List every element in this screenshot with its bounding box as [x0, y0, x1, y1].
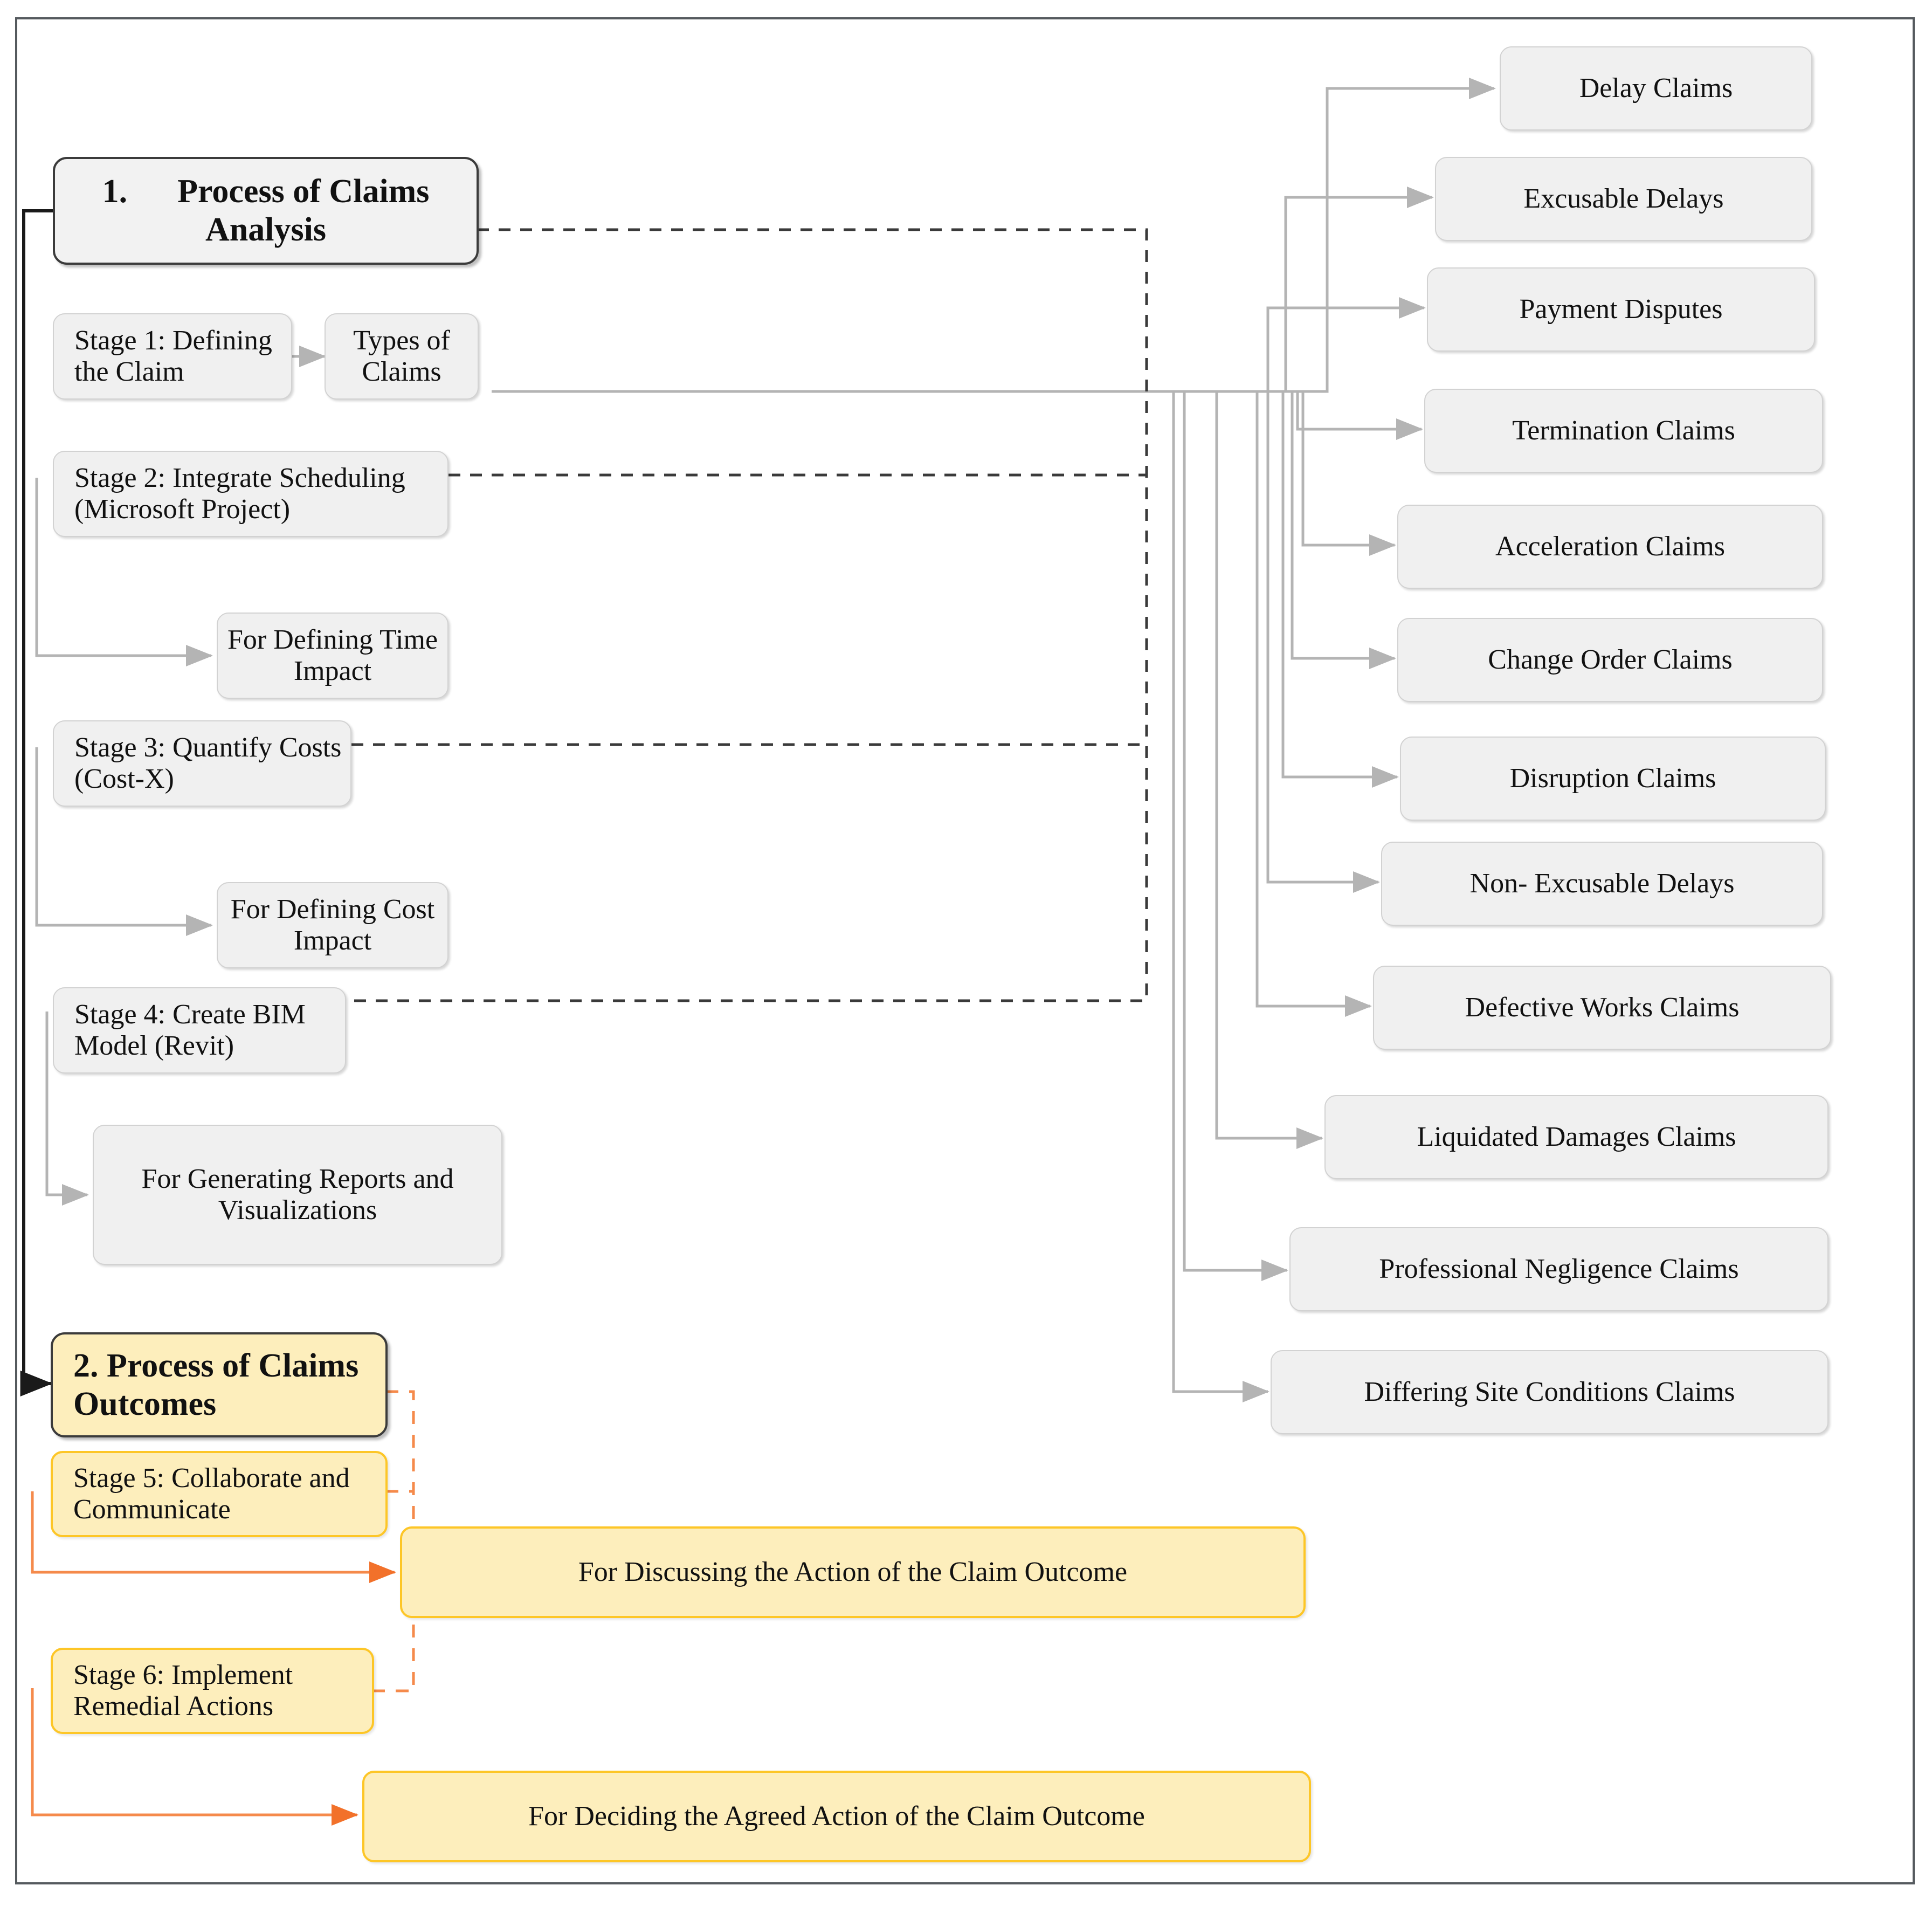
delay-claims-label: Delay Claims [1579, 72, 1733, 104]
claim-type-delay-claims[interactable]: Delay Claims [1500, 46, 1812, 130]
reports-label: For Generating Reports and Visualization… [141, 1163, 454, 1226]
disruption-claims-label: Disruption Claims [1509, 762, 1716, 794]
stage5-label: Stage 5: Collaborate and Communicate [73, 1462, 350, 1525]
section2-header: 2. Process of Claims Outcomes [51, 1332, 388, 1437]
time-impact-label: For Defining Time Impact [227, 624, 438, 686]
differing-site-conditions-claims-label: Differing Site Conditions Claims [1364, 1376, 1735, 1407]
stage1-label: Stage 1: Defining the Claim [74, 325, 272, 387]
claim-type-change-order-claims[interactable]: Change Order Claims [1397, 618, 1823, 702]
grey-wires [35, 78, 1496, 1402]
change-order-claims-label: Change Order Claims [1488, 644, 1733, 675]
termination-claims-label: Termination Claims [1512, 415, 1735, 446]
claim-type-defective-works-claims[interactable]: Defective Works Claims [1373, 966, 1831, 1050]
section1-header: 1. Process of Claims Analysis [53, 157, 479, 265]
claim-type-termination-claims[interactable]: Termination Claims [1424, 389, 1823, 473]
defective-works-claims-label: Defective Works Claims [1465, 992, 1740, 1023]
professional-negligence-claims-label: Professional Negligence Claims [1379, 1253, 1739, 1284]
claim-type-excusable-delays[interactable]: Excusable Delays [1435, 157, 1812, 241]
stage2-label: Stage 2: Integrate Scheduling (Microsoft… [74, 462, 405, 525]
stage-card-stage5[interactable]: Stage 5: Collaborate and Communicate [51, 1451, 388, 1537]
stage-card-deciding-outcome[interactable]: For Deciding the Agreed Action of the Cl… [362, 1771, 1311, 1862]
payment-disputes-label: Payment Disputes [1519, 293, 1723, 325]
header-to-section2-wire [20, 209, 53, 1396]
stage-card-stage1[interactable]: Stage 1: Defining the Claim [53, 313, 292, 400]
stage4-label: Stage 4: Create BIM Model (Revit) [74, 999, 306, 1061]
claim-type-professional-negligence-claims[interactable]: Professional Negligence Claims [1289, 1227, 1828, 1311]
stage-card-time-impact[interactable]: For Defining Time Impact [217, 613, 448, 699]
stage-card-stage6[interactable]: Stage 6: Implement Remedial Actions [51, 1648, 374, 1734]
section1-header-label: 1. Process of Claims Analysis [102, 173, 430, 248]
section2-header-label: 2. Process of Claims Outcomes [73, 1347, 359, 1422]
orange-wires [31, 1491, 397, 1826]
stage-card-cost-impact[interactable]: For Defining Cost Impact [217, 882, 448, 968]
claim-type-acceleration-claims[interactable]: Acceleration Claims [1397, 505, 1823, 589]
stage3-label: Stage 3: Quantify Costs (Cost-X) [74, 732, 342, 794]
deciding-outcome-label: For Deciding the Agreed Action of the Cl… [528, 1800, 1145, 1832]
stage-card-types-of-claims[interactable]: Types of Claims [325, 313, 479, 400]
excusable-delays-label: Excusable Delays [1523, 183, 1724, 214]
connector-layer [20, 78, 1496, 1826]
stage-card-stage3[interactable]: Stage 3: Quantify Costs (Cost-X) [53, 720, 351, 807]
stage-card-discussing-outcome[interactable]: For Discussing the Action of the Claim O… [400, 1526, 1306, 1618]
discussing-outcome-label: For Discussing the Action of the Claim O… [578, 1556, 1128, 1587]
claim-type-liquidated-damages-claims[interactable]: Liquidated Damages Claims [1324, 1095, 1828, 1179]
acceleration-claims-label: Acceleration Claims [1495, 531, 1725, 562]
diagram-canvas: 1. Process of Claims Analysis Stage 1: D… [15, 17, 1915, 1884]
stage-card-stage2[interactable]: Stage 2: Integrate Scheduling (Microsoft… [53, 451, 448, 537]
types-of-claims-label: Types of Claims [353, 325, 450, 387]
stage6-label: Stage 6: Implement Remedial Actions [73, 1659, 293, 1722]
claim-type-disruption-claims[interactable]: Disruption Claims [1400, 737, 1826, 821]
cost-impact-label: For Defining Cost Impact [230, 893, 435, 956]
dashed-spine-wires [346, 228, 1148, 1002]
claim-type-non-excusable-delays[interactable]: Non- Excusable Delays [1381, 842, 1823, 926]
stage-card-reports[interactable]: For Generating Reports and Visualization… [93, 1125, 502, 1265]
stage-card-stage4[interactable]: Stage 4: Create BIM Model (Revit) [53, 987, 346, 1074]
liquidated-damages-claims-label: Liquidated Damages Claims [1417, 1121, 1736, 1152]
claim-type-payment-disputes[interactable]: Payment Disputes [1427, 267, 1815, 352]
non-excusable-delays-label: Non- Excusable Delays [1469, 868, 1735, 899]
claim-type-differing-site-conditions-claims[interactable]: Differing Site Conditions Claims [1271, 1350, 1828, 1434]
